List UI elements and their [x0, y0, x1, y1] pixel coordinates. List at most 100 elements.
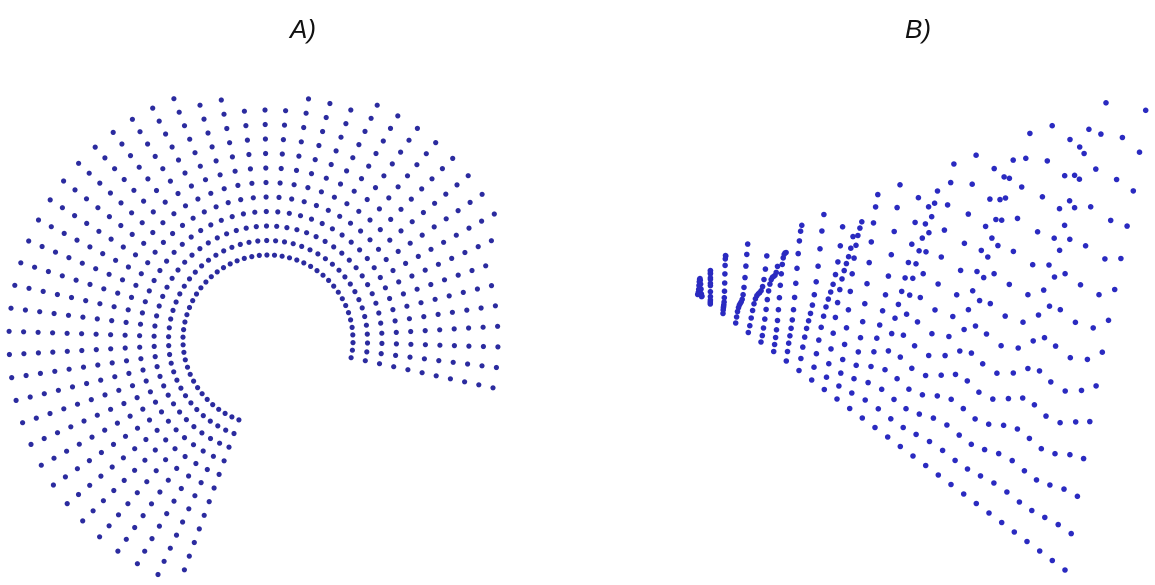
point-a [181, 435, 188, 441]
point-b [1010, 370, 1017, 376]
point-b [798, 355, 804, 362]
point-a [110, 441, 117, 447]
point-b [763, 306, 769, 313]
point-b [1074, 493, 1081, 500]
point-b [1103, 100, 1109, 106]
point-a [495, 344, 501, 350]
point-a [335, 289, 341, 295]
point-b [1051, 235, 1057, 241]
point-a [216, 471, 222, 477]
point-a [368, 115, 374, 121]
point-b [1086, 126, 1092, 133]
point-a [176, 109, 182, 115]
point-a [339, 232, 345, 238]
point-a [181, 123, 188, 129]
point-b [1078, 387, 1085, 394]
point-a [169, 275, 175, 281]
point-a [150, 209, 156, 215]
point-b [843, 260, 850, 267]
point-a [184, 312, 190, 318]
point-b [882, 292, 889, 298]
point-b [990, 396, 996, 402]
point-b [853, 362, 859, 369]
point-b [864, 280, 870, 287]
point-a [264, 237, 270, 244]
point-a [320, 272, 326, 278]
point-b [953, 292, 960, 298]
point-b [922, 372, 929, 379]
point-a [153, 187, 160, 194]
point-a [305, 96, 312, 102]
point-a [51, 310, 57, 317]
point-a [421, 314, 427, 320]
point-b [885, 273, 892, 279]
point-b [903, 405, 909, 412]
point-b [920, 270, 926, 277]
point-a [371, 265, 377, 271]
point-a [378, 320, 384, 326]
point-a [59, 205, 65, 211]
point-a [294, 257, 300, 263]
point-a [108, 406, 114, 412]
point-a [186, 276, 193, 282]
point-a [419, 232, 425, 238]
point-a [87, 281, 93, 287]
point-b [913, 431, 919, 438]
point-b [868, 239, 875, 245]
point-a [80, 314, 86, 320]
point-a [164, 258, 170, 264]
point-b [787, 333, 793, 339]
point-b [1021, 468, 1028, 474]
point-b [773, 327, 780, 333]
point-b [986, 510, 992, 516]
point-a [422, 267, 428, 273]
point-b [740, 291, 746, 298]
point-a [154, 364, 160, 370]
point-b [900, 424, 906, 431]
point-a [331, 283, 337, 289]
point-b [941, 227, 948, 233]
point-b [914, 319, 921, 325]
point-b [934, 188, 941, 194]
point-a [381, 173, 387, 179]
point-a [433, 373, 439, 379]
point-a [126, 370, 132, 376]
point-b [778, 271, 785, 277]
point-a [166, 325, 172, 331]
point-b [1044, 158, 1051, 164]
point-a [322, 256, 328, 262]
point-b [1062, 270, 1068, 277]
point-b [850, 233, 856, 240]
point-a [343, 302, 349, 309]
point-a [154, 427, 160, 433]
point-b [976, 389, 982, 396]
point-b [1056, 247, 1063, 254]
point-b [785, 340, 792, 346]
point-b [855, 232, 861, 239]
point-b [747, 322, 753, 329]
point-b [848, 245, 854, 251]
point-a [249, 180, 255, 186]
point-a [132, 467, 138, 473]
point-a [322, 238, 328, 244]
point-a [97, 180, 103, 186]
point-a [244, 137, 250, 143]
point-a [387, 237, 393, 243]
point-a [210, 402, 216, 408]
point-a [107, 190, 113, 196]
point-a [121, 477, 127, 483]
point-a [447, 376, 453, 382]
point-a [98, 449, 104, 456]
point-a [224, 125, 230, 132]
point-b [910, 453, 916, 459]
point-a [139, 220, 145, 226]
point-b [960, 405, 967, 412]
point-a [387, 125, 394, 131]
point-a [64, 448, 70, 454]
point-b [846, 405, 853, 412]
point-b [805, 318, 812, 324]
point-b [1072, 319, 1079, 326]
point-a [320, 128, 326, 135]
point-a [119, 277, 126, 283]
point-b [820, 313, 827, 319]
